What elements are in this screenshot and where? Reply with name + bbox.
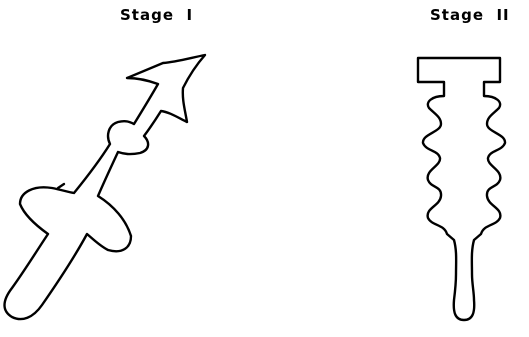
- stage-1-tip-mark: [58, 184, 64, 188]
- stage-2-outline: [418, 58, 505, 320]
- stage-1-outline: [5, 55, 206, 319]
- stage-2-shape: [418, 58, 505, 320]
- stage-1-shape: [5, 55, 206, 319]
